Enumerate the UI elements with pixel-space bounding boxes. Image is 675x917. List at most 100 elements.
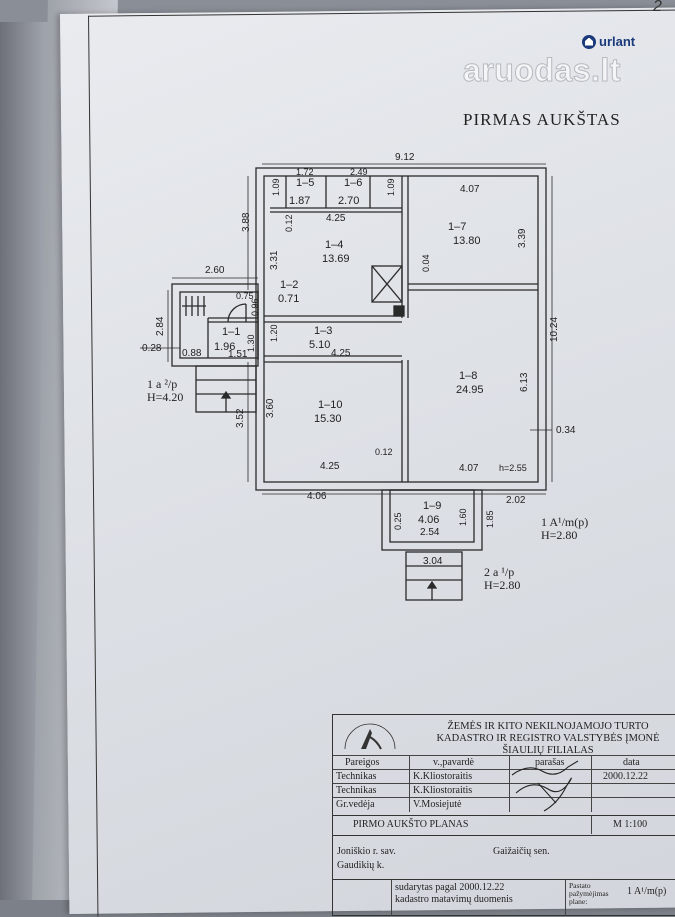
stamp-row-1: Technikas K.Kliostoraitis 2000.12.22 bbox=[333, 769, 675, 784]
plan-title: PIRMAS AUKŠTAS bbox=[463, 110, 621, 129]
room-1-4-area: 13.69 bbox=[322, 253, 350, 265]
dim-2-60: 2.60 bbox=[205, 265, 225, 276]
dim-1-72: 1.72 bbox=[296, 167, 314, 177]
room-1-9-area: 4.06 bbox=[418, 514, 440, 526]
dim-1-60: 1.60 bbox=[458, 508, 468, 526]
dim-0-12-b: 0.12 bbox=[375, 447, 393, 457]
dim-3-52: 3.52 bbox=[235, 408, 246, 428]
plan-scale: M 1:100 bbox=[613, 819, 648, 830]
dim-3-31: 3.31 bbox=[269, 250, 280, 270]
room-1-5-area: 1.87 bbox=[289, 195, 311, 207]
house-icon bbox=[582, 34, 596, 49]
stamp-footer-row: sudarytas pagal 2000.12.22 kadastro mata… bbox=[333, 879, 675, 916]
dim-0-25: 0.25 bbox=[393, 512, 403, 530]
room-1-3-area: 5.10 bbox=[309, 339, 331, 351]
col-data: data bbox=[623, 757, 640, 768]
dim-1-51: 1.51 bbox=[228, 349, 248, 360]
entrance-2-height: H=2.80 bbox=[541, 527, 578, 542]
room-1-6-id: 1–6 bbox=[344, 177, 363, 189]
dim-top-total: 9.12 bbox=[395, 152, 415, 163]
dim-0-96: 0.96 bbox=[250, 298, 260, 316]
entrance-3-label: 2 a ¹/p H=2.80 bbox=[484, 566, 520, 591]
room-1-7-area: 13.80 bbox=[453, 235, 481, 247]
dim-0-04: 0.04 bbox=[421, 254, 431, 272]
stamp-column-headers: Pareigos v.,pavardė parašas data bbox=[333, 755, 675, 770]
col-parasas: parašas bbox=[535, 757, 565, 768]
dim-4-25-bottom: 4.25 bbox=[320, 461, 340, 472]
stamp-row-3: Gr.vedėja V.Mosiejutė bbox=[333, 797, 675, 812]
plan-name-row: PIRMO AUKŠTO PLANAS M 1:100 bbox=[333, 815, 675, 834]
room-1-1-id: 1–1 bbox=[222, 326, 241, 338]
dim-6-13: 6.13 bbox=[519, 372, 530, 392]
room-1-9-id: 1–9 bbox=[423, 500, 442, 512]
site-watermark: aruodas.lt bbox=[463, 52, 621, 89]
room-1-4-id: 1–4 bbox=[325, 239, 344, 251]
dim-3-60: 3.60 bbox=[265, 398, 276, 418]
dim-1-20: 1.20 bbox=[269, 324, 279, 342]
col-pavarde: v.,pavardė bbox=[433, 757, 474, 768]
dim-10-24: 10.24 bbox=[549, 316, 560, 342]
dim-1-30: 1.30 bbox=[246, 334, 256, 352]
header-line-3: ŠIAULIŲ FILIALAS bbox=[502, 745, 594, 757]
dim-0-88: 0.88 bbox=[182, 348, 202, 359]
outer-wall-inner bbox=[263, 175, 539, 483]
logo-text: NEKILNOJAMOJO TURTO KADASTRAS bbox=[403, 761, 404, 762]
stamp-row-2: Technikas K.Kliostoraitis bbox=[333, 783, 675, 798]
room-1-10-id: 1–10 bbox=[318, 399, 343, 411]
dim-4-07-top: 4.07 bbox=[460, 184, 480, 195]
room-1-5-id: 1–5 bbox=[296, 177, 315, 189]
row-3-role: Gr.vedėja bbox=[336, 799, 375, 810]
footer-left-line-1: sudarytas pagal 2000.12.22 bbox=[395, 882, 505, 893]
plan-name: PIRMO AUKŠTO PLANAS bbox=[353, 819, 469, 830]
entrance-1-height: H=4.20 bbox=[147, 389, 184, 404]
col-pareigos: Pareigos bbox=[345, 757, 380, 768]
dim-0-75: 0.75 bbox=[236, 291, 254, 301]
dim-4-25-top: 4.25 bbox=[326, 213, 346, 224]
page-number: 2 bbox=[653, 0, 662, 15]
dim-1-09-left: 1.09 bbox=[271, 178, 281, 196]
cadastre-logo bbox=[344, 723, 396, 750]
dim-3-88: 3.88 bbox=[241, 212, 252, 232]
entrance-2-code: 1 A¹/m(p) bbox=[541, 515, 589, 529]
entrance-3-code: 2 a ¹/p bbox=[484, 565, 515, 579]
dim-1-85: 1.85 bbox=[485, 510, 495, 528]
brand-watermark: urlant bbox=[582, 34, 635, 49]
room-1-3-id: 1–3 bbox=[314, 325, 333, 337]
dim-2-84: 2.84 bbox=[155, 316, 166, 336]
location-row: Joniškio r. sav. Gaudikių k. Gaižaičių s… bbox=[333, 835, 675, 882]
dim-0-28: 0.28 bbox=[142, 343, 162, 354]
footer-mid-line-2: pažymėjimas bbox=[569, 889, 609, 898]
dim-h-2-55: h=2.55 bbox=[499, 463, 527, 473]
row-1-date: 2000.12.22 bbox=[603, 771, 648, 782]
entrance-1-code: 1 a ²/p bbox=[147, 377, 178, 391]
header-line-2: KADASTRO IR REGISTRO VALSTYBĖS ĮMONĖ bbox=[436, 733, 660, 745]
row-3-name: V.Mosiejutė bbox=[413, 799, 462, 810]
room-1-8-area: 24.95 bbox=[456, 384, 484, 396]
dim-2-49: 2.49 bbox=[350, 167, 368, 177]
dim-2-02: 2.02 bbox=[506, 495, 526, 506]
room-1-2-area: 0.71 bbox=[278, 293, 300, 305]
title-block: NEKILNOJAMOJO TURTO KADASTRAS ŽEMĖS IR K… bbox=[332, 714, 675, 916]
row-1-name: K.Kliostoraitis bbox=[413, 771, 473, 782]
dim-3-39: 3.39 bbox=[517, 228, 528, 248]
row-1-role: Technikas bbox=[336, 771, 377, 782]
location-village: Gaudikių k. bbox=[337, 860, 385, 871]
footer-right: 1 A¹/m(p) bbox=[627, 886, 667, 897]
brand-name: urlant bbox=[599, 34, 636, 49]
row-2-role: Technikas bbox=[336, 785, 377, 796]
stamp-header: ŽEMĖS IR KITO NEKILNOJAMOJO TURTO KADAST… bbox=[423, 721, 673, 757]
dim-4-25-mid: 4.25 bbox=[331, 348, 351, 359]
dim-0-34: 0.34 bbox=[556, 425, 576, 436]
room-1-10-area: 15.30 bbox=[314, 413, 342, 425]
dim-4-06: 4.06 bbox=[307, 491, 327, 502]
dim-1-09-right: 1.09 bbox=[386, 178, 396, 196]
room-1-1-area: 1.96 bbox=[214, 341, 236, 353]
entrance-2-label: 1 A¹/m(p) H=2.80 bbox=[541, 516, 588, 541]
room-1-7-id: 1–7 bbox=[448, 221, 467, 233]
outer-wall-outer bbox=[255, 167, 547, 491]
entrance-3-height: H=2.80 bbox=[484, 577, 521, 592]
location-eldership: Gaižaičių sen. bbox=[493, 846, 550, 857]
dim-4-07-bottom: 4.07 bbox=[459, 463, 479, 474]
room-1-2-id: 1–2 bbox=[280, 279, 299, 291]
